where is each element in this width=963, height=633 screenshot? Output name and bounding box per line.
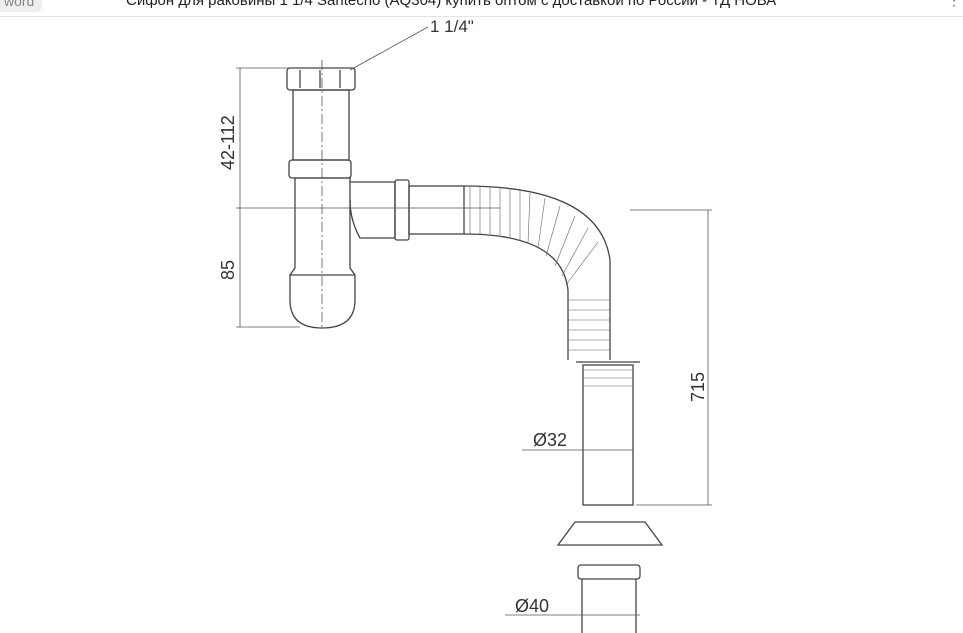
- cover-cap: [556, 521, 664, 546]
- top-nut: [286, 67, 356, 91]
- tab-badge[interactable]: word: [0, 0, 43, 12]
- browser-title-bar: word Сифон для раковины 1 1/4 Santecno (…: [0, 0, 963, 17]
- page-title: Сифон для раковины 1 1/4 Santecno (AQ304…: [126, 0, 777, 9]
- tail-pipe: [292, 89, 350, 161]
- thread-label: 1 1/4": [430, 17, 474, 36]
- trap-height-label: 85: [218, 260, 238, 280]
- height-adjust-label: 42-112: [218, 115, 238, 170]
- outlet-diameter-label: Ø40: [515, 596, 549, 616]
- corrugated-hose: [463, 185, 611, 360]
- trap-body: [289, 177, 356, 329]
- pipe-diameter-label: Ø32: [533, 430, 567, 450]
- length-label: 715: [688, 372, 708, 402]
- menu-icon[interactable]: ⋮: [947, 0, 961, 8]
- outlet-pipe: [582, 364, 634, 506]
